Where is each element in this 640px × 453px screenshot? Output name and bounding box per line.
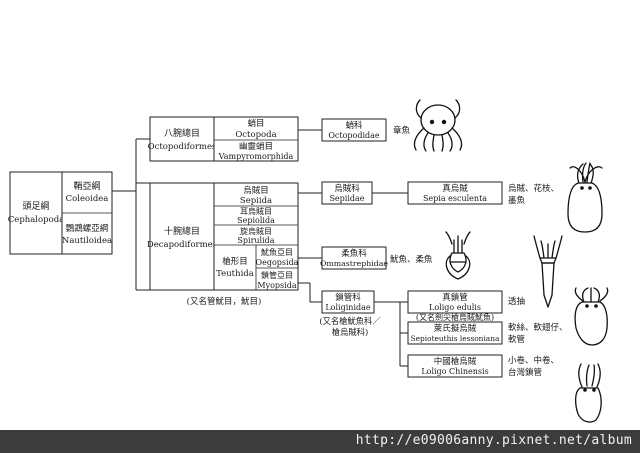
subclass-nautiloidea-zh: 鸚鵡螺亞綱: [66, 223, 109, 234]
common-sepioteuthis-2: 軟管: [508, 334, 525, 345]
subclass-coleoidea-zh: 鞘亞綱: [73, 180, 100, 192]
common-loligo-chinensis-2: 台灣鎖管: [508, 367, 542, 378]
family-sepiidae-en: Sepiidae: [329, 194, 364, 203]
species-sepioteuthis-en: Sepioteuthis lessoniana: [411, 334, 500, 343]
family-octopodidae-en: Octopodidae: [328, 131, 380, 140]
order-teuthida-zh: 槍形目: [222, 256, 248, 267]
common-octopus: 章魚: [393, 125, 411, 136]
suborder-oegopsida-en: Oegopsida: [256, 258, 299, 267]
species-loligo-chinensis-en: Loligo Chinensis: [421, 367, 488, 376]
teuthida-alias-note: (又名管魷目，魷目): [187, 296, 262, 307]
octo-orders-node: 蛸目 Octopoda 幽靈蛸目 Vampyromorphida: [213, 116, 299, 162]
family-loliginidae: 鎖管科 Loliginidae: [321, 290, 375, 314]
superorder-deca-zh: 十腕總目: [164, 225, 200, 237]
long-squid-illustration-icon: [533, 235, 563, 308]
order-teuthida-en: Teuthida: [216, 269, 254, 279]
family-ommastrephidae-en: Ommastrephidae: [320, 259, 388, 268]
order-vampyromorphida-en: Vampyromorphida: [218, 152, 294, 161]
superorder-octo-en: Octopodiformes: [148, 142, 217, 152]
order-spirulida-zh: 旋烏賊目: [240, 226, 272, 236]
octopus-illustration-icon: [413, 99, 463, 152]
loliginidae-alias-note-1: (又名槍魷魚科／: [319, 316, 381, 326]
root-node: 頭足綱 Cephalopoda: [8, 171, 64, 255]
superorder-octo-zh: 八腕總目: [164, 127, 200, 139]
root-en: Cephalopoda: [8, 215, 64, 225]
suborder-oegopsida-zh: 魷魚亞目: [261, 247, 293, 257]
family-sepiidae-zh: 烏賊科: [334, 183, 360, 194]
species-loligo-chinensis-zh: 中國槍烏賊: [434, 356, 477, 367]
subclass-node: 鞘亞綱 Coleoidea 鸚鵡螺亞綱 Nautiloidea: [61, 171, 113, 255]
superorder-decapodiformes: 十腕總目 Decapodiformes: [147, 182, 217, 291]
species-sepia-en: Sepia esculenta: [423, 194, 487, 203]
species-loligo-edulis-zh: 真鎖管: [442, 292, 468, 303]
species-sepioteuthis-zh: 萊氏擬烏賊: [434, 323, 477, 334]
species-loligo-edulis: 真鎖管 Loligo edulis: [407, 290, 503, 314]
cephalopod-taxonomy-diagram: 頭足綱 Cephalopoda 鞘亞綱 Coleoidea 鸚鵡螺亞綱 Naut…: [8, 99, 609, 423]
connector-lines: [112, 129, 408, 367]
family-octopodidae: 蛸科 Octopodidae: [321, 118, 387, 142]
loligo-edulis-alias-note: (又名劍尖槍烏賊魷魚): [416, 312, 494, 322]
family-ommastrephidae-zh: 柔魚科: [341, 248, 367, 259]
order-sepiida-zh: 烏賊目: [243, 185, 269, 196]
ommastrephid-squid-illustration-icon: [445, 231, 471, 280]
species-loligo-edulis-en: Loligo edulis: [429, 303, 481, 312]
deca-orders-node: 烏賊目 Sepiida 耳烏賊目 Sepiolida 旋烏賊目 Spirulid…: [213, 182, 299, 291]
common-ommastrephidae: 魷魚、柔魚: [390, 254, 433, 265]
superorder-deca-en: Decapodiformes: [147, 240, 217, 250]
species-loligo-chinensis: 中國槍烏賊 Loligo Chinensis: [407, 354, 503, 378]
suborder-myopsida-en: Myopsida: [257, 281, 296, 290]
family-ommastrephidae: 柔魚科 Ommastrephidae: [320, 246, 388, 270]
order-sepiolida-zh: 耳烏賊目: [240, 206, 272, 216]
footer-bar: http://e09006anny.pixnet.net/album: [0, 430, 640, 453]
family-octopodidae-zh: 蛸科: [345, 120, 363, 131]
family-loliginidae-en: Loliginidae: [325, 303, 371, 312]
species-sepia-zh: 真烏賊: [442, 183, 468, 194]
family-loliginidae-zh: 鎖管科: [335, 292, 361, 303]
common-sepioteuthis-1: 軟絲、軟翅仔、: [508, 322, 568, 333]
loliginidae-alias-note-2: 槍烏賊科): [332, 327, 368, 337]
order-sepiolida-en: Sepiolida: [237, 216, 275, 225]
sepioteuthis-illustration-icon: [574, 287, 609, 346]
order-sepiida-en: Sepiida: [240, 196, 272, 206]
common-sepia-2: 墨魚: [508, 195, 526, 206]
order-vampyromorphida-zh: 幽靈蛸目: [239, 141, 273, 152]
family-sepiidae: 烏賊科 Sepiidae: [321, 181, 373, 205]
cuttlefish-illustration-icon: [567, 162, 603, 233]
order-octopoda-zh: 蛸目: [247, 118, 264, 129]
loligo-chinensis-illustration-icon: [574, 363, 602, 423]
common-loligo-chinensis-1: 小卷、中卷、: [508, 355, 559, 366]
footer-url: http://e09006anny.pixnet.net/album: [355, 433, 632, 448]
species-sepioteuthis-lessoniana: 萊氏擬烏賊 Sepioteuthis lessoniana: [407, 321, 503, 345]
common-loligo-edulis: 透抽: [508, 296, 525, 307]
suborder-myopsida-zh: 鎖管亞目: [261, 270, 293, 280]
order-octopoda-en: Octopoda: [235, 130, 276, 140]
common-sepia-1: 烏賊、花枝、: [508, 183, 559, 194]
subclass-nautiloidea-en: Nautiloidea: [62, 236, 112, 246]
subclass-coleoidea-en: Coleoidea: [66, 194, 109, 204]
root-zh: 頭足綱: [22, 200, 49, 212]
order-spirulida-en: Spirulida: [237, 236, 274, 245]
species-sepia-esculenta: 真烏賊 Sepia esculenta: [407, 181, 503, 205]
superorder-octopodiformes: 八腕總目 Octopodiformes: [148, 116, 217, 162]
